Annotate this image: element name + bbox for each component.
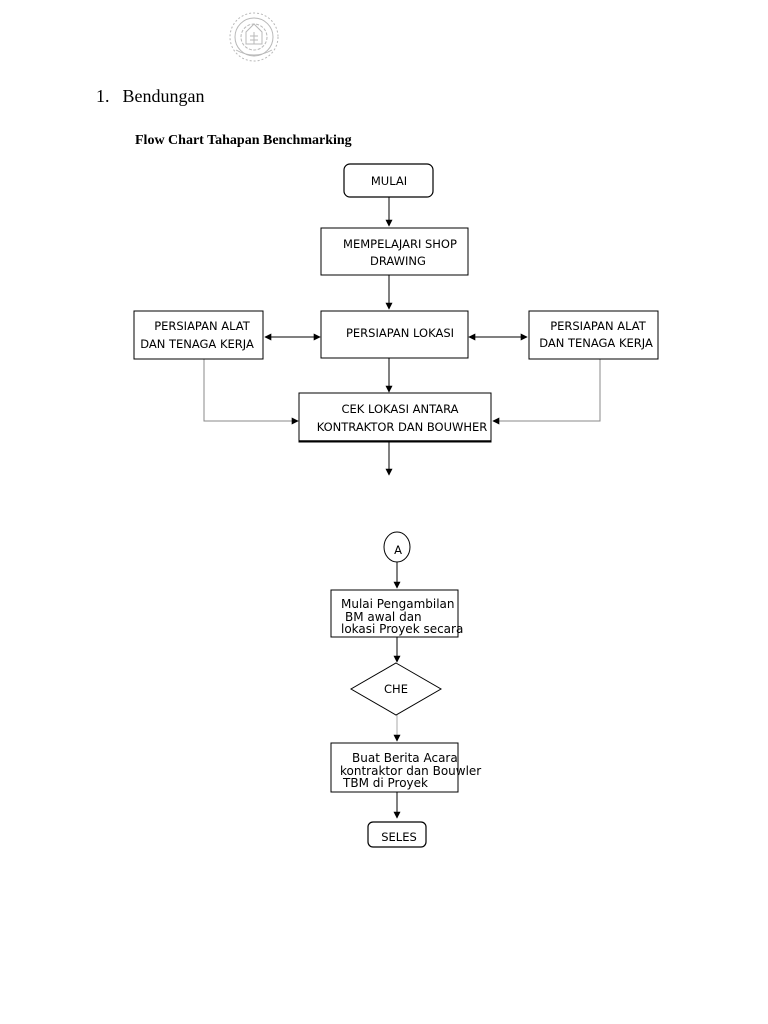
end-terminal bbox=[367, 821, 427, 848]
official-report-line-1: Buat Berita Acara bbox=[352, 751, 458, 765]
start-benchmark-line-1: Mulai Pengambilan bbox=[341, 597, 455, 611]
study-shop-drawing-box bbox=[320, 227, 469, 276]
start-terminal bbox=[343, 163, 434, 198]
equipment-prep-left-box bbox=[133, 310, 264, 360]
start-benchmark-box bbox=[330, 589, 459, 638]
connector-a-label: A bbox=[394, 543, 402, 557]
check-decision-diamond bbox=[350, 662, 442, 716]
section-title: Bendungan bbox=[122, 86, 205, 106]
site-check-line-2: KONTRAKTOR DAN BOUWHER bbox=[317, 420, 488, 434]
equipment-prep-right-line-1: PERSIAPAN ALAT bbox=[550, 319, 647, 333]
official-report-line-3: TBM di Proyek bbox=[342, 776, 428, 790]
end-label: SELES bbox=[381, 830, 417, 844]
site-preparation-label: PERSIAPAN LOKASI bbox=[346, 326, 454, 340]
site-preparation-box bbox=[320, 310, 469, 359]
arrow-left-alat-to-cek bbox=[203, 359, 299, 425]
equipment-prep-left-line-1: PERSIAPAN ALAT bbox=[154, 319, 251, 333]
study-shop-drawing-line-2: DRAWING bbox=[370, 254, 426, 268]
arrow-right-alat-to-cek bbox=[492, 359, 601, 425]
section-heading: 1. Bendungan bbox=[96, 86, 204, 107]
equipment-prep-left-line-2: DAN TENAGA KERJA bbox=[140, 337, 254, 351]
site-check-box bbox=[298, 392, 492, 443]
university-seal-logo bbox=[229, 12, 279, 62]
start-label: MULAI bbox=[371, 174, 407, 188]
check-decision-label: CHE bbox=[384, 682, 408, 696]
offpage-connector-a bbox=[383, 531, 411, 563]
site-check-line-1: CEK LOKASI ANTARA bbox=[342, 402, 459, 416]
equipment-prep-right-line-2: DAN TENAGA KERJA bbox=[539, 336, 653, 350]
start-benchmark-line-2: BM awal dan bbox=[345, 610, 422, 624]
flowchart-title: Flow Chart Tahapan Benchmarking bbox=[135, 133, 352, 148]
equipment-prep-right-box bbox=[528, 310, 659, 360]
start-benchmark-line-3: lokasi Proyek secara bbox=[341, 622, 463, 636]
official-report-line-2: kontraktor dan Bouwler bbox=[340, 764, 481, 778]
section-number: 1. bbox=[96, 86, 110, 106]
official-report-box bbox=[330, 742, 459, 793]
study-shop-drawing-line-1: MEMPELAJARI SHOP bbox=[343, 237, 457, 251]
